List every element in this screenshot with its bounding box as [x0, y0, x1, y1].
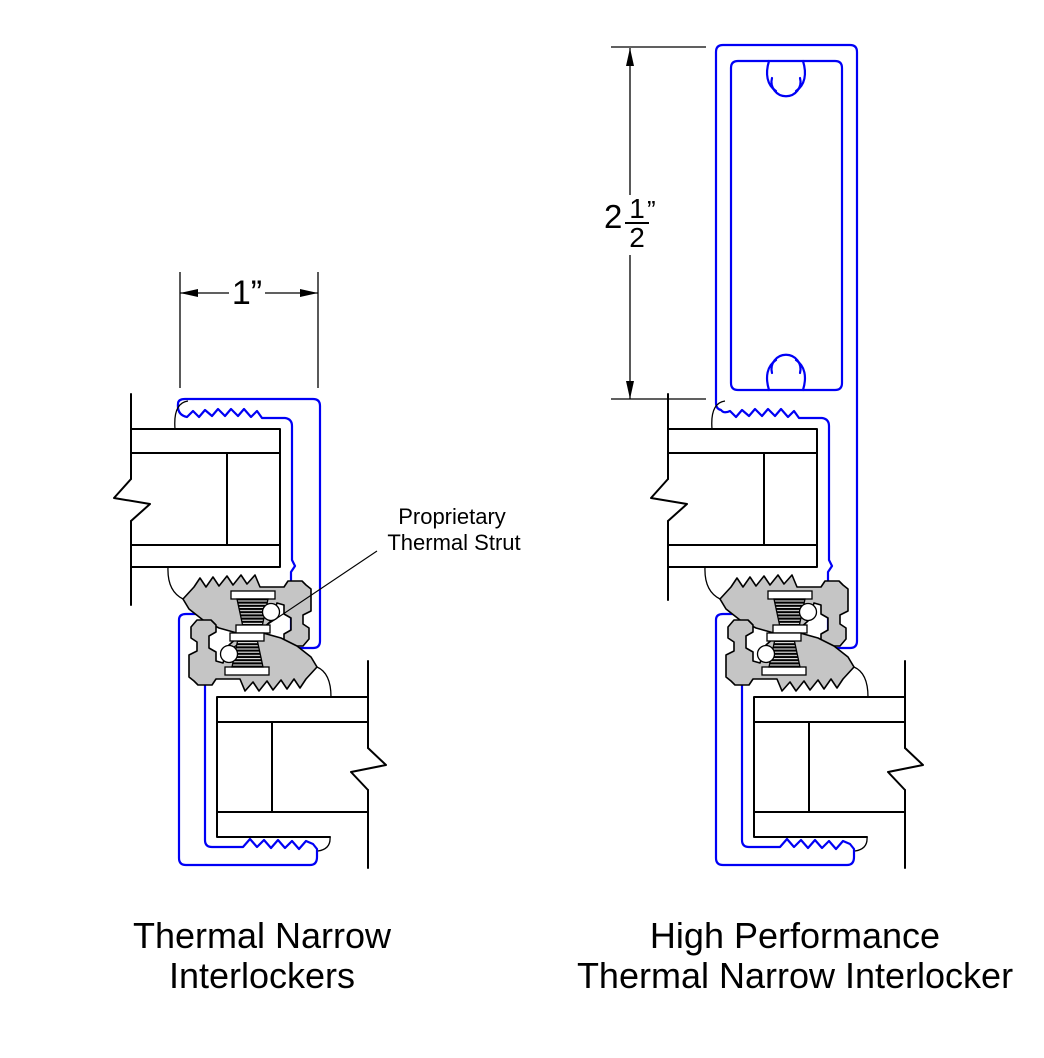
sealant-arc: [853, 666, 869, 852]
left-view-title-line1: Thermal Narrow: [133, 915, 392, 956]
right-lower-sash-profile: [714, 612, 856, 867]
right-interlocker-cluster: [719, 574, 855, 692]
left-view-title-line2: Interlockers: [169, 955, 355, 996]
dim-arrow-up: [626, 48, 634, 66]
sealant-arc: [167, 400, 189, 600]
left-lower-sash-profile: [177, 612, 319, 867]
right-height-dimension: 2 1 2 ”: [604, 46, 706, 400]
tube-inner-wall: [729, 59, 844, 392]
left-interlocker-cluster: [182, 550, 378, 692]
screw-boss-top: [765, 59, 807, 98]
break-symbol: [113, 478, 151, 522]
screw-boss-bottom: [765, 353, 807, 392]
right-view-title-line2: Thermal Narrow Interlocker: [577, 955, 1013, 996]
high-performance-tube-profile: [714, 43, 859, 650]
right-lower-glass-unit: [753, 660, 924, 869]
right-dimension-whole: 2: [604, 198, 622, 235]
dim-arrow-down: [626, 381, 634, 399]
left-width-dimension: 1”: [179, 272, 319, 388]
break-symbol: [350, 747, 387, 791]
right-dimension-numerator: 1: [629, 193, 645, 224]
left-upper-glass-unit: [113, 393, 281, 606]
dim-arrow-left: [180, 289, 198, 297]
left-upper-sash-profile: [176, 397, 322, 650]
callout-line1: Proprietary: [398, 504, 506, 529]
sealant-arc: [316, 666, 332, 852]
callout-line2: Thermal Strut: [387, 530, 520, 555]
right-dimension-unit: ”: [647, 195, 656, 225]
right-dimension-denominator: 2: [629, 222, 645, 253]
sealant-arc: [704, 400, 726, 600]
dim-arrow-right: [300, 289, 318, 297]
break-symbol: [887, 747, 924, 791]
thermal-strut-callout: Proprietary Thermal Strut: [387, 504, 520, 555]
break-symbol: [650, 478, 688, 522]
left-lower-glass-unit: [216, 660, 387, 869]
right-upper-glass-unit: [650, 393, 818, 601]
right-view: 2 1 2 ”: [577, 43, 1013, 996]
left-dimension-label: 1”: [232, 274, 262, 312]
left-view: 1”: [113, 272, 521, 996]
right-view-title-line1: High Performance: [650, 915, 940, 956]
